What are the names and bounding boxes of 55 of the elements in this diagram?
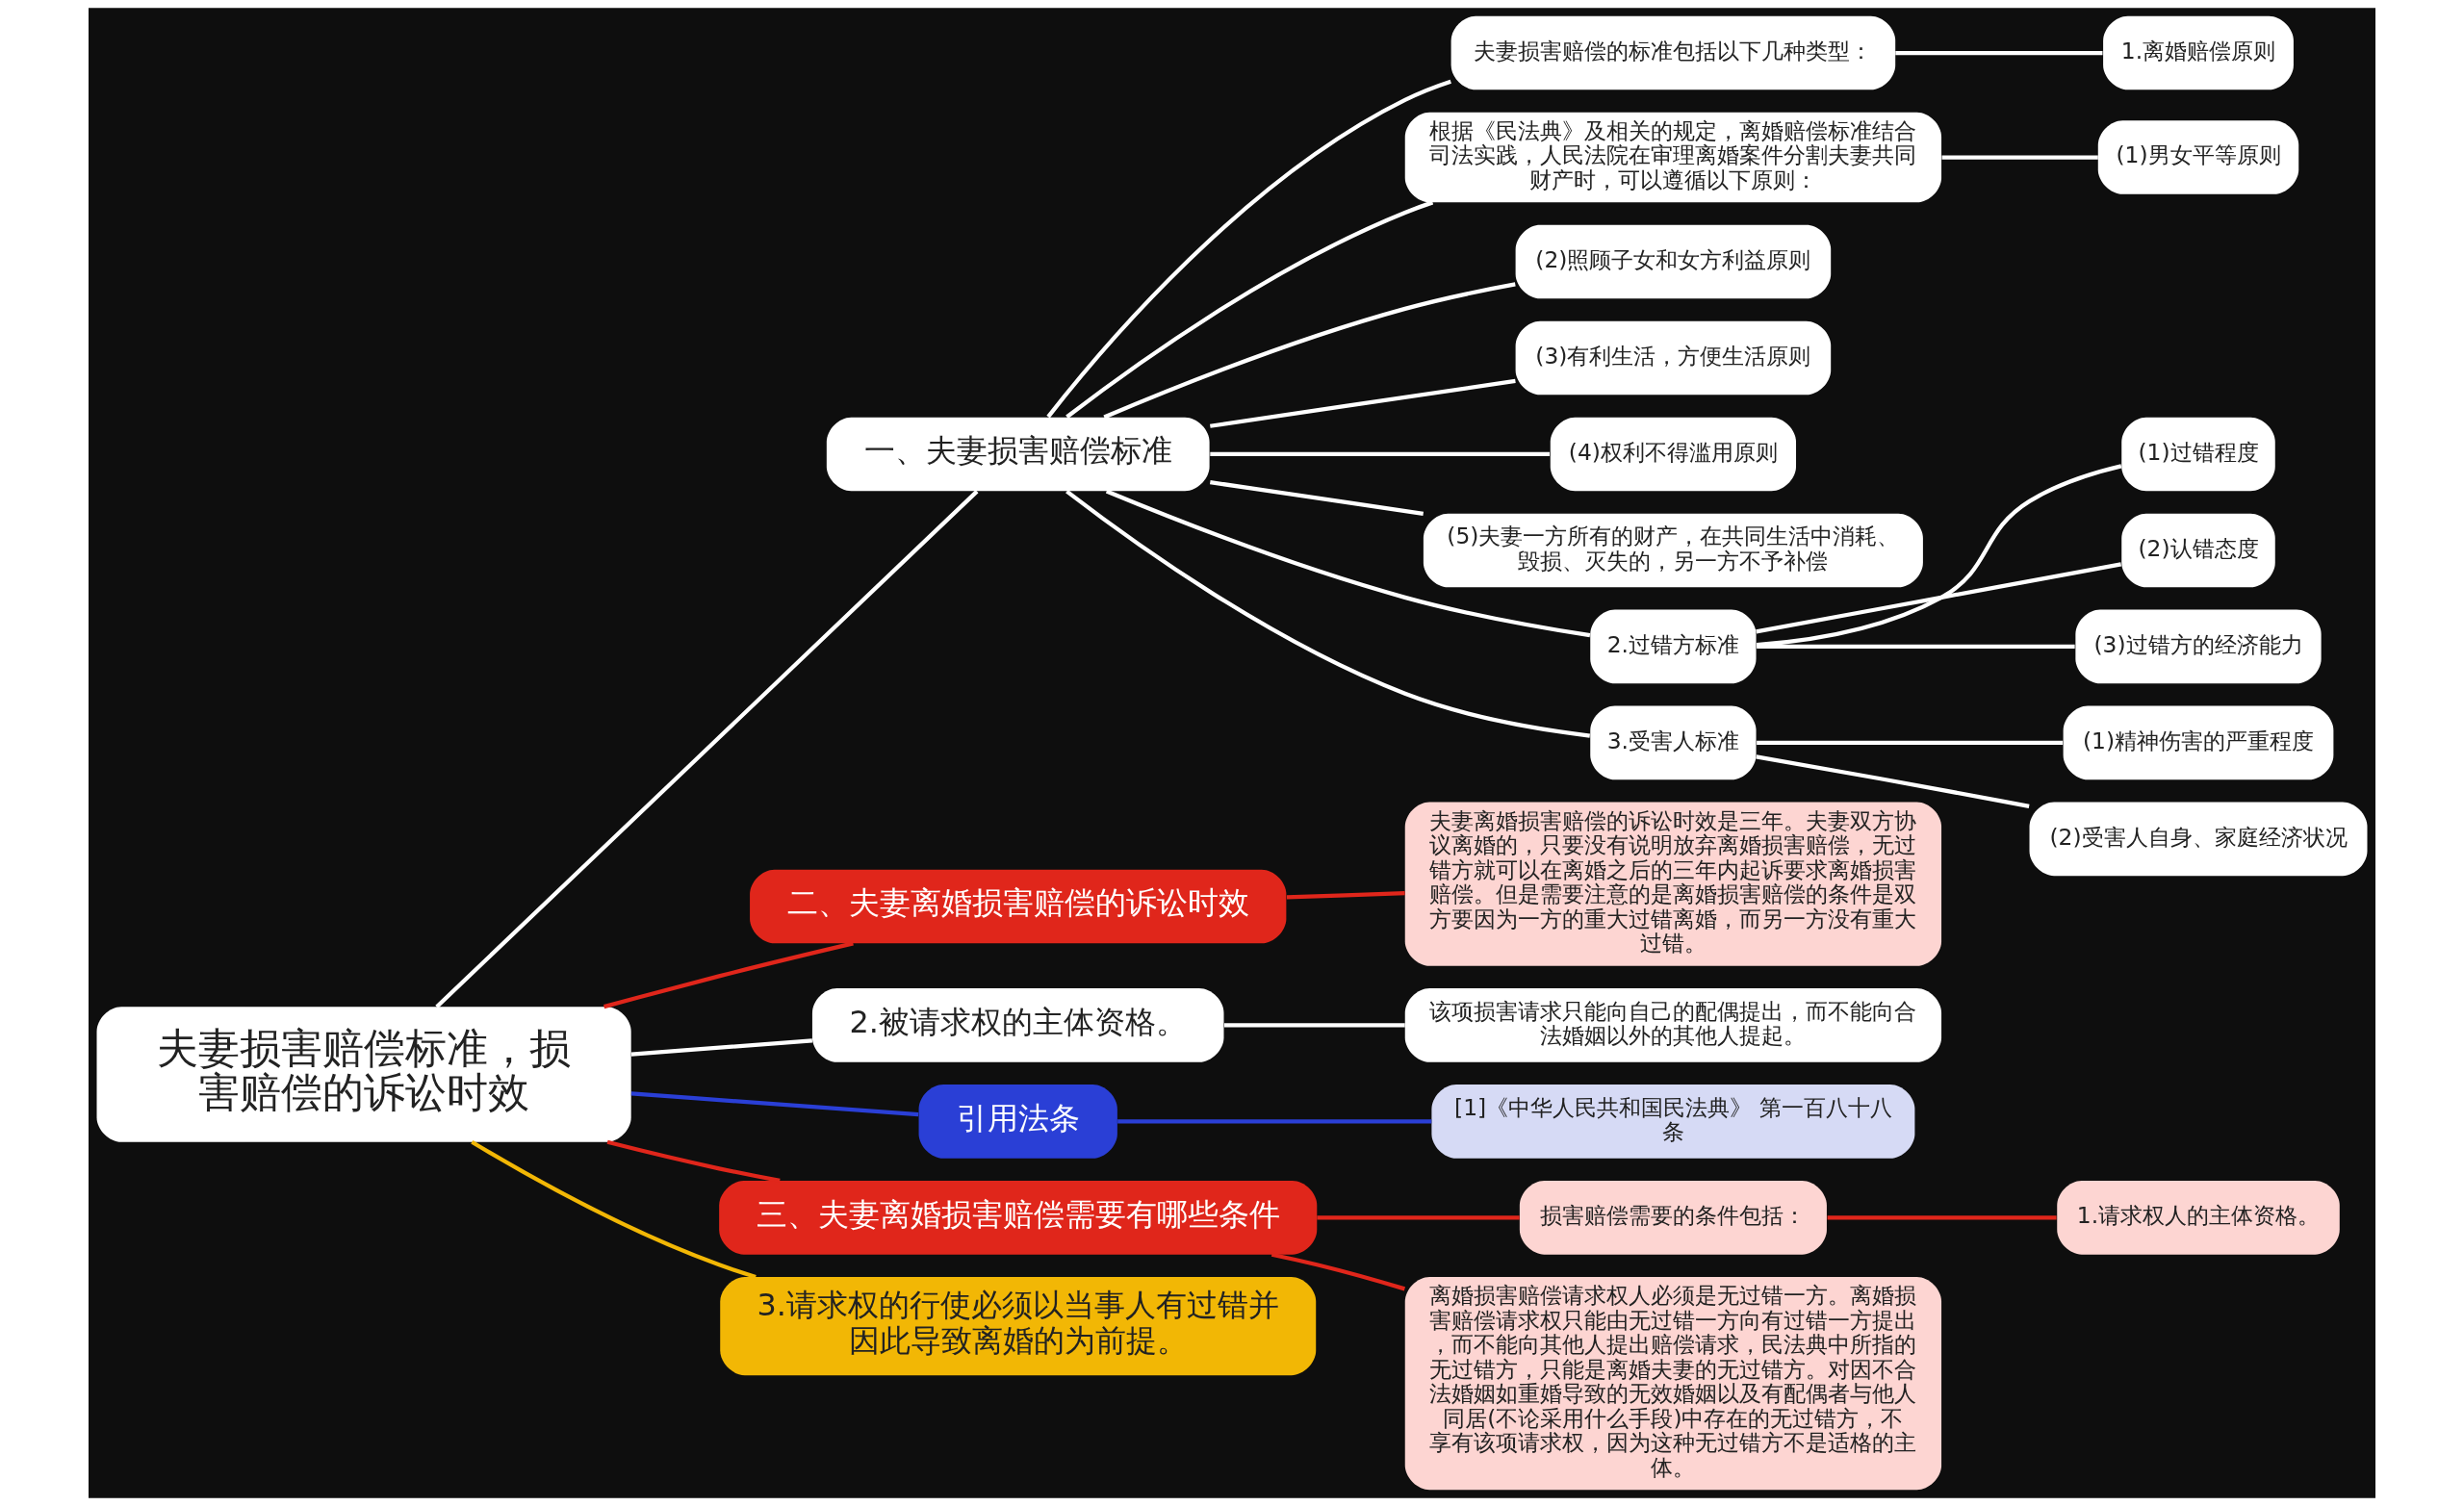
connector — [1065, 200, 1434, 419]
node-box: 1.离婚赔偿原则 — [2103, 15, 2294, 90]
connector — [1756, 562, 2122, 634]
node-box: 1.请求权人的主体资格。 — [2057, 1181, 2340, 1255]
connector — [1210, 378, 1516, 428]
connector — [603, 941, 854, 1009]
node-box: (2)照顾子女和女方利益原则 — [1515, 224, 1832, 299]
node-box: 3.请求权的行使必须以当事人有过错并因此导致离婚的为前提。 — [720, 1277, 1317, 1376]
connector — [1317, 1215, 1520, 1220]
connector — [1270, 1252, 1406, 1291]
connector — [1286, 891, 1405, 900]
connector — [1941, 155, 2098, 160]
node-box: 夫妻损害赔偿的标准包括以下几种类型： — [1450, 15, 1896, 90]
node-box: 3.受害人标准 — [1590, 705, 1757, 780]
node-box: 二、夫妻离婚损害赔偿的诉讼时效 — [750, 869, 1287, 944]
node-box: (3)过错方的经济能力 — [2075, 609, 2322, 684]
connector — [1105, 489, 1591, 638]
node-box: (5)夫妻一方所有的财产，在共同生活中消耗、毁损、灭失的，另一方不予补偿 — [1423, 513, 1923, 588]
node-box: (4)权利不得滥用原则 — [1550, 417, 1796, 492]
node-box: 该项损害请求只能向自己的配偶提出，而不能向合法婚姻以外的其他人提起。 — [1404, 988, 1942, 1062]
connector — [1895, 50, 2103, 56]
node-box: 一、夫妻损害赔偿标准 — [826, 417, 1210, 492]
connector — [1756, 754, 2030, 809]
connector — [1224, 1023, 1405, 1028]
node-box: 2.被请求权的主体资格。 — [811, 988, 1224, 1062]
connector — [471, 1139, 757, 1279]
connector — [630, 1038, 813, 1057]
connector — [435, 490, 979, 1008]
connector — [1757, 740, 2064, 745]
connector — [1827, 1215, 2057, 1220]
connector — [1103, 282, 1516, 420]
node-box: 引用法条 — [918, 1085, 1117, 1159]
node-box: [1]《中华人民共和国民法典》 第一百八十八条 — [1431, 1085, 1915, 1159]
node-box: 三、夫妻离婚损害赔偿需要有哪些条件 — [719, 1181, 1318, 1255]
connector — [1065, 489, 1591, 738]
node-box: (1)男女平等原则 — [2097, 120, 2299, 194]
node-box: 根据《民法典》及相关的规定，离婚赔偿标准结合司法实践，人民法院在审理离婚案件分割夫妻共同财产时，可以遵循以下原则： — [1404, 112, 1942, 203]
node-box: 夫妻损害赔偿标准，损害赔偿的诉讼时效 — [96, 1007, 631, 1142]
connector — [606, 1139, 781, 1184]
connector — [1756, 464, 2122, 648]
node-box: 夫妻离婚损害赔偿的诉讼时效是三年。夫妻双方协议离婚的，只要没有说明放弃离婚损害赔偿，无过错方就可以在离婚之后的三年内起诉要求离婚损害赔偿。但是需要注意的是离婚损害赔偿的条件是双方要因为一方的重大过错离婚，而另一方没有重大过错。 — [1404, 802, 1942, 966]
node-box: (2)认错态度 — [2121, 513, 2275, 588]
connector — [630, 1091, 919, 1117]
connector — [1117, 1119, 1432, 1124]
node-box: 2.过错方标准 — [1590, 609, 1757, 684]
connector — [1210, 480, 1424, 516]
connector — [1757, 644, 2075, 649]
connector — [1210, 451, 1551, 457]
node-box: (1)过错程度 — [2121, 417, 2275, 492]
node-box: (2)受害人自身、家庭经济状况 — [2029, 802, 2368, 877]
node-box: (3)有利生活，方便生活原则 — [1515, 320, 1832, 396]
connector — [1046, 79, 1451, 419]
node-box: 离婚损害赔偿请求权人必须是无过错一方。离婚损害赔偿请求权只能由无过错一方向有过错一方提出，而不能向其他人提出赔偿请求，民法典中所指的无过错方，只能是离婚夫妻的无过错方。对因不合法婚姻如重婚导致的无效婚姻以及有配偶者与他人同居(不论采用什么手段)中存在的无过错方，不享有该项请求权，因为这种无过错方不是适格的主体。 — [1404, 1277, 1942, 1491]
node-box: 损害赔偿需要的条件包括： — [1519, 1181, 1827, 1255]
node-box: (1)精神伤害的严重程度 — [2063, 705, 2334, 780]
